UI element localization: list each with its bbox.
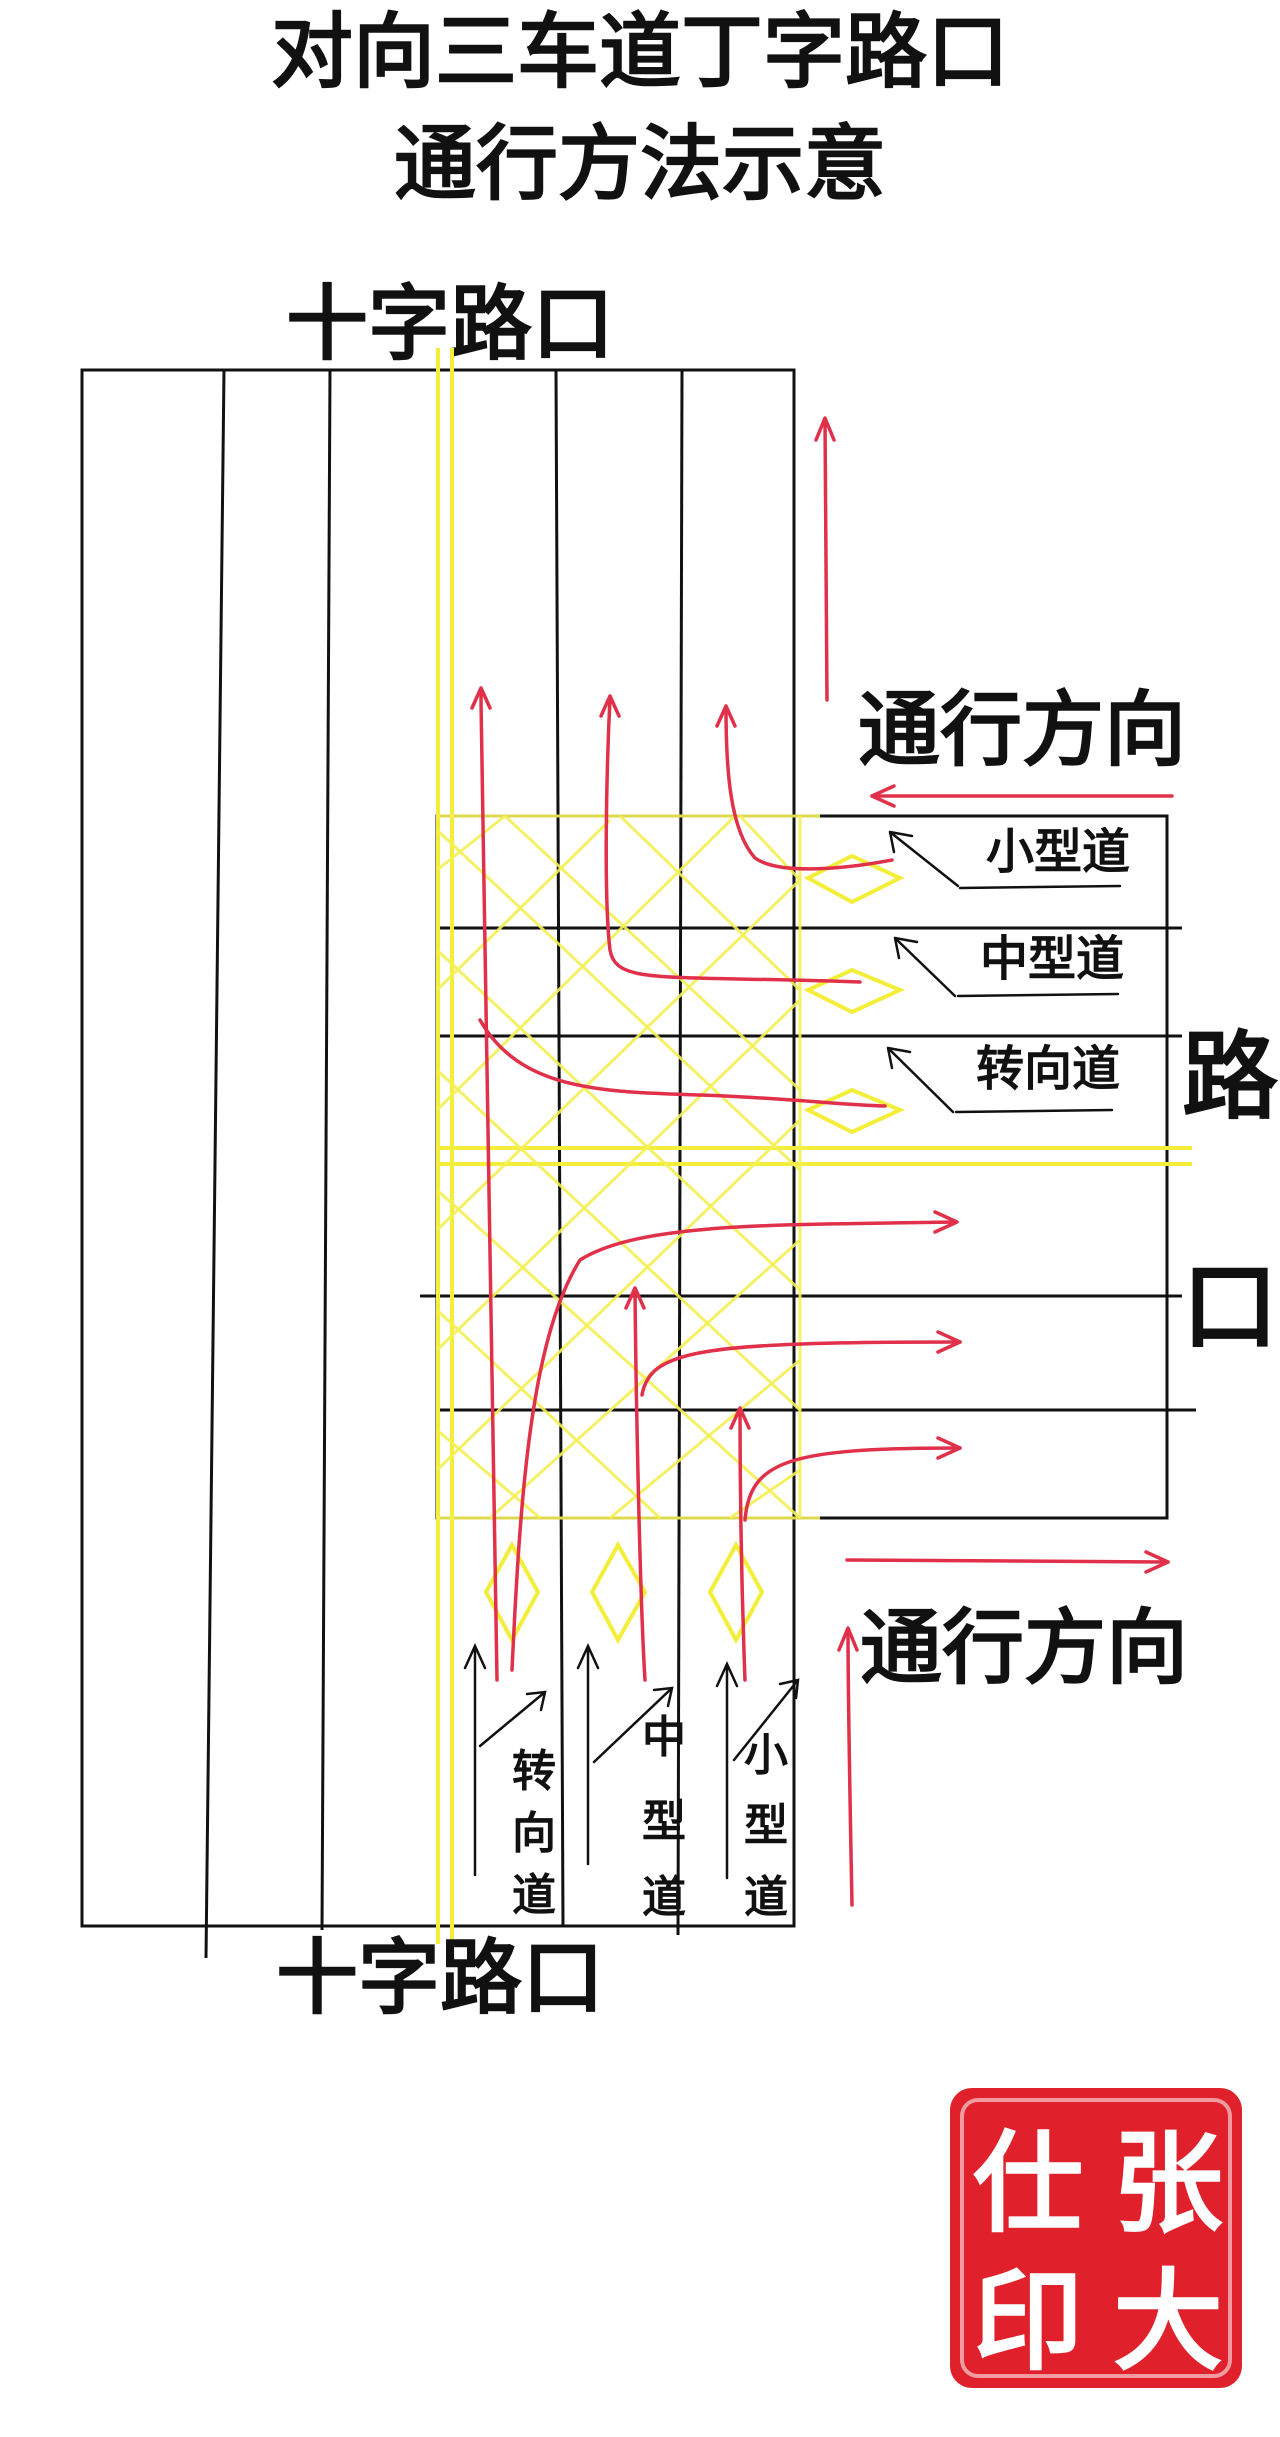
center-lines [436,348,1192,1944]
bottom-lane-label-char: 道 [512,1870,556,1921]
direction-label-bottom: 通行方向 [860,1601,1188,1696]
side-road-label-char-2: 口 [1182,1251,1278,1363]
traffic-paths [470,416,1174,1907]
lane-diamonds [483,853,905,1645]
seal-char: 张 [1113,2119,1223,2248]
seal-stamp: 张 仕 大 印 [950,2088,1242,2388]
bottom-lane-label-char: 中 [642,1712,686,1763]
side-lane-labels: 小型道 中型道 转向道 [886,824,1130,1114]
bottom-lane-label-char: 道 [744,1872,788,1923]
title-line-1: 对向三车道丁字路口 [271,5,1009,100]
side-road-label-char-1: 路 [1182,1021,1279,1133]
bottom-crossroad-label: 十字路口 [276,1931,604,2026]
direction-label-top: 通行方向 [858,683,1186,778]
bottom-lane-label-char: 型 [642,1796,686,1847]
seal-char: 印 [973,2257,1083,2386]
seal-char: 仕 [973,2119,1083,2248]
side-lane-label: 中型道 [980,931,1124,987]
bottom-lane-label-char: 道 [642,1872,686,1923]
side-lane-label: 转向道 [976,1041,1120,1097]
bottom-lane-labels: 转 向 道 中 型 道 小 型 道 [463,1642,800,1923]
side-lane-label: 小型道 [986,824,1130,880]
bottom-lane-label-char: 型 [744,1800,788,1851]
seal-char: 大 [1113,2257,1223,2386]
bottom-lane-label-char: 转 [512,1746,556,1797]
title-line-2: 通行方法示意 [394,117,886,212]
box-junction-hatching [435,814,820,1520]
bottom-lane-label-char: 向 [512,1808,556,1859]
